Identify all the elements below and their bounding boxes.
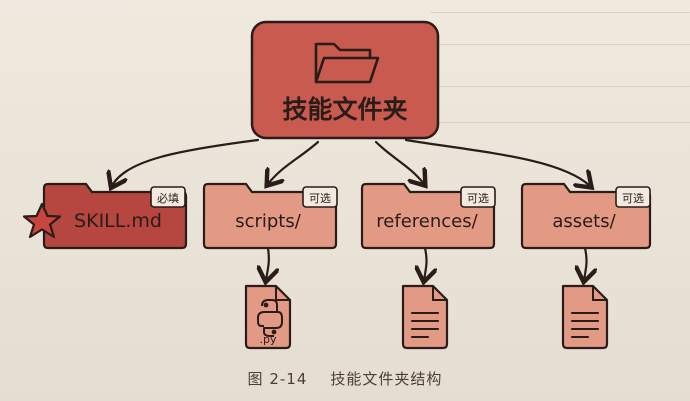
arrow-references-to-file bbox=[424, 248, 427, 280]
references-document-icon bbox=[403, 286, 447, 348]
svg-text:可选: 可选 bbox=[467, 192, 489, 205]
references-label: references/ bbox=[376, 211, 478, 232]
arrow-root-to-assets bbox=[406, 140, 590, 186]
skill-md-label: SKILL.md bbox=[74, 210, 162, 232]
arrow-assets-to-file bbox=[584, 248, 587, 280]
arrow-scripts-to-file bbox=[266, 248, 269, 280]
figure-caption: 图 2-14 技能文件夹结构 bbox=[0, 368, 690, 389]
python-file-icon: .py bbox=[246, 286, 290, 348]
scripts-label: scripts/ bbox=[235, 211, 302, 232]
python-file-label: .py bbox=[260, 333, 277, 346]
arrow-root-to-skill bbox=[112, 140, 258, 186]
skill-md-folder: SKILL.md 必填 bbox=[24, 184, 186, 248]
assets-label: assets/ bbox=[552, 211, 616, 232]
optional-badge-assets: 可选 bbox=[616, 187, 650, 207]
optional-badge-scripts: 可选 bbox=[303, 187, 337, 207]
arrow-root-to-scripts bbox=[268, 142, 318, 184]
arrow-root-to-references bbox=[376, 142, 424, 184]
required-badge: 必填 bbox=[151, 187, 185, 207]
root-folder: 技能文件夹 bbox=[252, 22, 438, 138]
svg-text:可选: 可选 bbox=[622, 192, 644, 205]
optional-badge-references: 可选 bbox=[461, 187, 495, 207]
references-folder: references/ 可选 bbox=[362, 184, 495, 248]
assets-document-icon bbox=[563, 286, 607, 348]
svg-text:可选: 可选 bbox=[309, 192, 331, 205]
scripts-folder: scripts/ 可选 bbox=[204, 184, 337, 248]
svg-text:必填: 必填 bbox=[157, 191, 179, 205]
root-folder-label: 技能文件夹 bbox=[282, 95, 407, 124]
assets-folder: assets/ 可选 bbox=[522, 184, 650, 248]
